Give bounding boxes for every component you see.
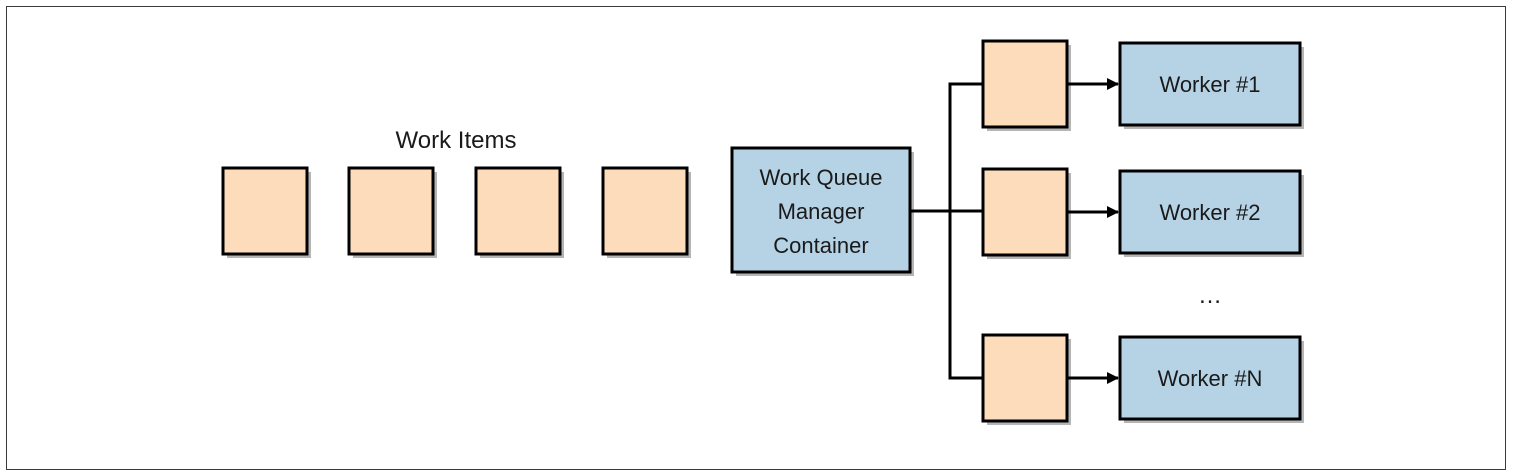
worker-n-label: Worker #N xyxy=(1158,366,1263,391)
ellipsis-more-workers: … xyxy=(1198,282,1222,309)
worker-queue-item xyxy=(981,167,1069,257)
worker-queues xyxy=(981,39,1069,423)
work-item xyxy=(474,166,562,256)
diagram-frame xyxy=(6,6,1506,470)
work-items-label: Work Items xyxy=(396,127,517,154)
worker-arrows xyxy=(1067,78,1119,384)
work-item xyxy=(221,166,309,256)
work-items xyxy=(221,166,689,256)
worker-2-label: Worker #2 xyxy=(1159,200,1260,225)
worker-queue-item xyxy=(981,333,1069,423)
worker-1-label: Worker #1 xyxy=(1159,72,1260,97)
worker-2-box xyxy=(1118,169,1302,255)
worker-n-box xyxy=(1118,335,1302,421)
work-item xyxy=(601,166,689,256)
worker-queue-item xyxy=(981,39,1069,129)
manager-label-line2: Manager xyxy=(778,199,865,224)
connector-lines xyxy=(910,82,983,380)
manager-label-line1: Work Queue xyxy=(759,165,882,190)
work-queue-manager-container xyxy=(730,146,912,274)
manager-label-line3: Container xyxy=(773,233,868,258)
work-item xyxy=(347,166,435,256)
worker-1-box xyxy=(1118,41,1302,127)
